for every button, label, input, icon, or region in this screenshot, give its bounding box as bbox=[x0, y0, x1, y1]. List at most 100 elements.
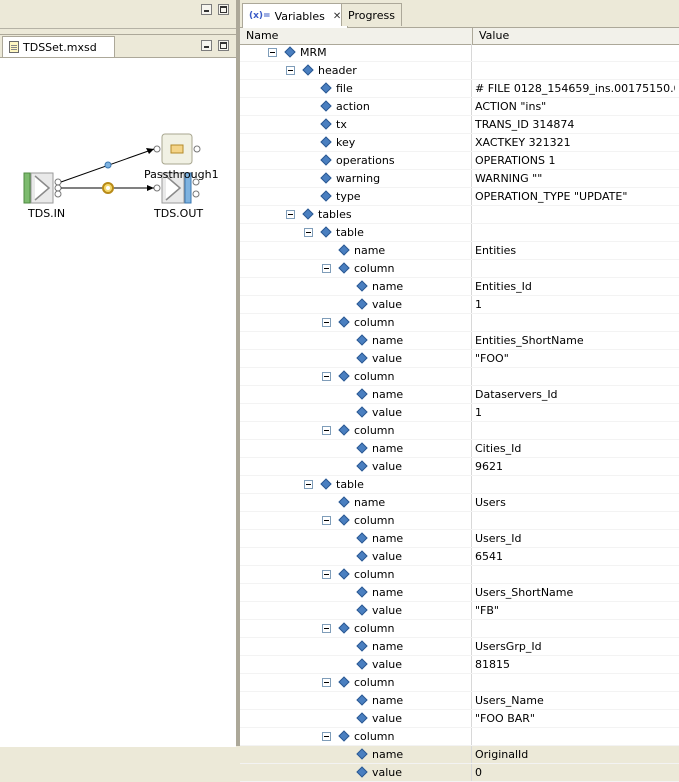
tree-row-name-cell: name bbox=[240, 746, 472, 763]
variable-value: Entities_Id bbox=[475, 280, 532, 293]
collapse-toggle-icon[interactable] bbox=[322, 264, 331, 273]
collapse-toggle-icon[interactable] bbox=[304, 480, 313, 489]
collapse-toggle-icon[interactable] bbox=[322, 570, 331, 579]
tree-row[interactable]: column bbox=[240, 728, 679, 746]
variable-value: "FOO BAR" bbox=[475, 712, 535, 725]
collapse-toggle-icon[interactable] bbox=[322, 732, 331, 741]
variable-name: header bbox=[318, 64, 357, 77]
flow-editor: TDSSet.mxsd bbox=[0, 34, 236, 747]
variable-name: name bbox=[372, 442, 404, 455]
tree-row[interactable]: column bbox=[240, 620, 679, 638]
tree-row[interactable]: MRM bbox=[240, 44, 679, 62]
variable-value: XACTKEY 321321 bbox=[475, 136, 571, 149]
tree-row[interactable]: table bbox=[240, 224, 679, 242]
minimize-button[interactable] bbox=[201, 4, 212, 15]
column-header-value[interactable]: Value bbox=[479, 29, 510, 42]
variable-icon bbox=[356, 460, 368, 472]
collapse-toggle-icon[interactable] bbox=[322, 516, 331, 525]
variable-icon bbox=[356, 658, 368, 670]
tree-row-name-cell: value bbox=[240, 548, 472, 565]
tab-progress[interactable]: Progress bbox=[341, 3, 402, 26]
variable-icon bbox=[356, 532, 368, 544]
editor-tab-file[interactable]: TDSSet.mxsd bbox=[2, 36, 115, 57]
collapse-toggle-icon[interactable] bbox=[322, 426, 331, 435]
variable-value: OPERATIONS 1 bbox=[475, 154, 556, 167]
tree-row-name-cell: value bbox=[240, 710, 472, 727]
column-header-name[interactable]: Name bbox=[240, 28, 473, 44]
editor-maximize-button[interactable] bbox=[218, 40, 229, 51]
editor-window-buttons bbox=[201, 40, 229, 51]
tree-row-name-cell: column bbox=[240, 368, 472, 385]
variable-icon bbox=[320, 226, 332, 238]
tree-row[interactable]: column bbox=[240, 674, 679, 692]
tree-row[interactable]: column bbox=[240, 368, 679, 386]
flow-canvas[interactable]: TDS.IN Passthrough1 TDS.OUT bbox=[0, 58, 236, 747]
variable-name: value bbox=[372, 352, 403, 365]
maximize-button[interactable] bbox=[218, 4, 229, 15]
close-icon[interactable]: ✕ bbox=[332, 10, 342, 22]
tree-row[interactable]: tables bbox=[240, 206, 679, 224]
collapse-toggle-icon[interactable] bbox=[322, 318, 331, 327]
variable-name: column bbox=[354, 370, 395, 383]
variable-value bbox=[475, 476, 675, 493]
variable-name: value bbox=[372, 712, 403, 725]
tree-row-name-cell: name bbox=[240, 386, 472, 403]
tree-row[interactable]: file# FILE 0128_154659_ins.00175150.0... bbox=[240, 80, 679, 98]
collapse-toggle-icon[interactable] bbox=[322, 372, 331, 381]
collapse-toggle-icon[interactable] bbox=[304, 228, 313, 237]
tree-row[interactable]: value "FOO BAR" bbox=[240, 710, 679, 728]
variable-value: 1 bbox=[475, 406, 482, 419]
variable-name: value bbox=[372, 298, 403, 311]
editor-minimize-button[interactable] bbox=[201, 40, 212, 51]
passthrough-node-icon[interactable] bbox=[153, 133, 201, 165]
collapse-toggle-icon[interactable] bbox=[286, 66, 295, 75]
tree-row[interactable]: column bbox=[240, 512, 679, 530]
tree-row[interactable]: value"FB" bbox=[240, 602, 679, 620]
collapse-toggle-icon[interactable] bbox=[322, 624, 331, 633]
tree-row[interactable]: column bbox=[240, 566, 679, 584]
pane-divider[interactable] bbox=[236, 0, 240, 746]
tree-row[interactable]: value"FOO" bbox=[240, 350, 679, 368]
variables-icon: (x)= bbox=[249, 11, 271, 21]
output-node-icon[interactable] bbox=[153, 172, 200, 204]
variable-value: 0 bbox=[475, 766, 482, 779]
input-node-icon[interactable] bbox=[23, 172, 62, 204]
tree-row[interactable]: header bbox=[240, 62, 679, 80]
collapse-toggle-icon[interactable] bbox=[268, 48, 277, 57]
tab-variables[interactable]: (x)= Variables ✕ bbox=[242, 3, 349, 28]
tree-row[interactable]: column bbox=[240, 314, 679, 332]
tree-row-name-cell: value bbox=[240, 656, 472, 673]
tree-row[interactable]: column bbox=[240, 422, 679, 440]
tree-row-name-cell: column bbox=[240, 422, 472, 439]
tree-row-name-cell: name bbox=[240, 242, 472, 259]
collapse-toggle-icon[interactable] bbox=[322, 678, 331, 687]
flow-diagram bbox=[23, 133, 201, 204]
tree-row[interactable]: table bbox=[240, 476, 679, 494]
variable-icon bbox=[320, 118, 332, 130]
tree-row[interactable]: column bbox=[240, 260, 679, 278]
collapse-toggle-icon[interactable] bbox=[286, 210, 295, 219]
